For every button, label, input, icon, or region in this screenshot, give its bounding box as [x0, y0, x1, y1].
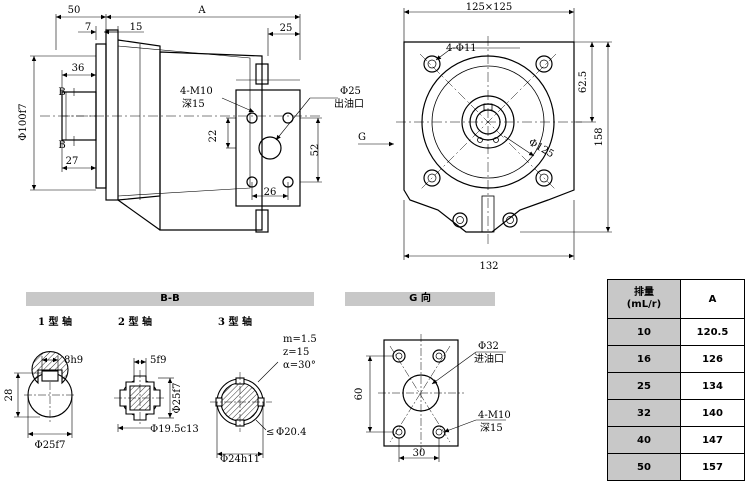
- g-dim-60: 60: [354, 388, 365, 401]
- shaft-type-2: [114, 358, 174, 432]
- holes-note: 4-Φ11: [446, 43, 477, 54]
- shaft-type-1: [14, 351, 76, 438]
- section-bb-title: B-B: [160, 293, 180, 304]
- dim-15: 15: [130, 22, 143, 33]
- dim-52: 52: [310, 144, 321, 157]
- dim-132: 132: [479, 261, 498, 272]
- dim-36: 36: [72, 63, 85, 74]
- g-bolt-note: 4-M10: [478, 410, 511, 421]
- shaft-type-3: [210, 361, 279, 458]
- section-bb-title-bar: B-B: [26, 292, 314, 306]
- label-b-bottom: B: [58, 140, 65, 151]
- outlet-dia: Φ25: [340, 86, 361, 97]
- view-g: [366, 334, 506, 462]
- g-dim-30: 30: [413, 448, 426, 459]
- s3-alpha: α=30°: [283, 360, 316, 371]
- dim-26: 26: [264, 187, 277, 198]
- table-header-displacement: 排量 (mL/r): [607, 279, 681, 319]
- shaft2-title: 2 型 轴: [118, 315, 152, 328]
- s2-dia2: Φ19.5c13: [150, 424, 199, 435]
- table-header-a: A: [680, 279, 745, 319]
- side-view: [30, 14, 338, 233]
- view-arrow-g: G: [358, 132, 366, 143]
- dim-158: 158: [594, 127, 605, 146]
- s3-m: m=1.5: [283, 334, 317, 345]
- dim-22: 22: [208, 130, 219, 143]
- s1-height: 28: [4, 389, 15, 402]
- dim-25: 25: [280, 23, 293, 34]
- drawing-canvas: 50 A 7 15 25 36 B B 27 Φ100f7 4-M10 深15 …: [4, 2, 612, 465]
- g-inlet-dia: Φ32: [478, 341, 499, 352]
- front-view: [358, 8, 612, 260]
- table-row: 40 147: [607, 426, 745, 454]
- dim-7: 7: [85, 22, 91, 33]
- section-bb-labels: 1 型 轴 2 型 轴 3 型 轴: [38, 315, 252, 328]
- s1-key: 8h9: [64, 355, 83, 366]
- shaft3-title: 3 型 轴: [218, 315, 252, 328]
- dim-50: 50: [68, 5, 81, 16]
- table-row: 10 120.5: [607, 318, 745, 346]
- s3-z: z=15: [283, 347, 309, 358]
- bolt-note: 4-M10: [180, 86, 213, 97]
- s2-key: 5f9: [150, 355, 166, 366]
- view-g-title-bar: G 向: [345, 292, 495, 306]
- s3-dia2: Φ24h11: [220, 454, 260, 465]
- label-b-top: B: [58, 87, 65, 98]
- table-row: 50 157: [607, 453, 745, 481]
- table-row: 16 126: [607, 345, 745, 373]
- table-row: 25 134: [607, 372, 745, 400]
- dim-27: 27: [66, 156, 79, 167]
- dim-square: 125×125: [466, 2, 513, 13]
- section-bb: [14, 351, 279, 458]
- g-inlet-label: 进油口: [474, 352, 504, 365]
- view-g-labels: Φ32 进油口 60 30 4-M10 深15: [354, 341, 511, 459]
- dim-phi100: Φ100f7: [18, 103, 29, 140]
- s2-dia: Φ25f7: [172, 383, 183, 414]
- outlet-label: 出油口: [334, 97, 364, 110]
- table-header-row: 排量 (mL/r) A: [607, 279, 745, 319]
- dim-62-5: 62.5: [578, 71, 589, 93]
- shaft1-title: 1 型 轴: [38, 315, 72, 328]
- s3-le: ≤: [266, 427, 274, 438]
- view-g-title: G 向: [409, 293, 431, 304]
- dim-A: A: [197, 5, 206, 16]
- g-bolt-depth: 深15: [480, 422, 503, 434]
- bolt-depth: 深15: [182, 98, 205, 110]
- s1-dia: Φ25f7: [35, 440, 66, 451]
- section-bb-dims: 8h9 28 Φ25f7 5f9 Φ25f7 Φ19.5c13 m=1.5 z=…: [4, 334, 317, 465]
- table-row: 32 140: [607, 399, 745, 427]
- side-view-labels: 50 A 7 15 25 36 B B 27 Φ100f7 4-M10 深15 …: [18, 5, 364, 198]
- pump-dimension-drawing: 50 A 7 15 25 36 B B 27 Φ100f7 4-M10 深15 …: [4, 2, 745, 481]
- displacement-table: 排量 (mL/r) A 10 120.5 16 126 25 134 32 14…: [607, 279, 745, 481]
- s3-dia: Φ20.4: [276, 427, 306, 438]
